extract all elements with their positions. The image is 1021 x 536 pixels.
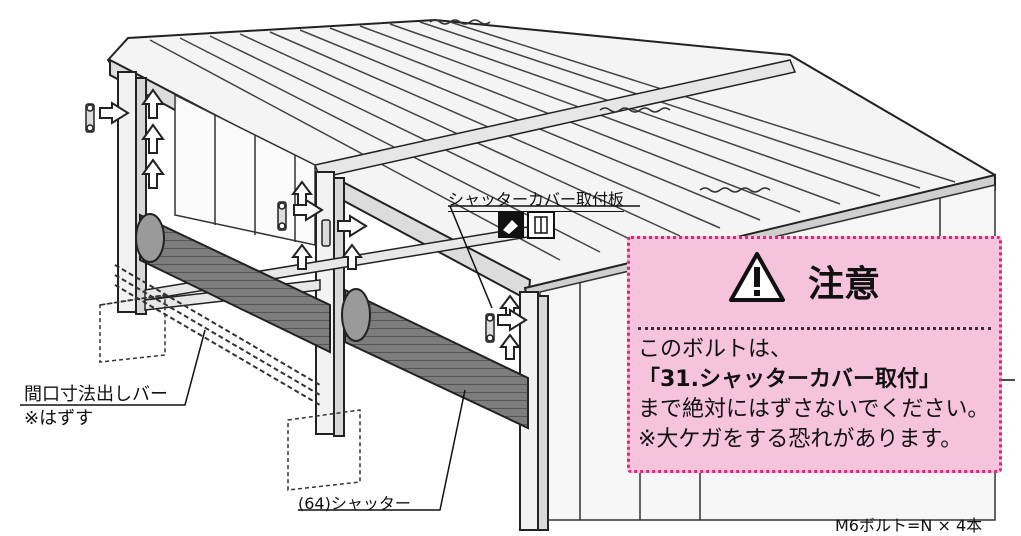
up-arrow-icon <box>291 243 313 270</box>
caution-line-4: ※大ケガをする恐れがあります。 <box>638 427 963 452</box>
right-arrow-icon <box>293 198 324 222</box>
leader-lines <box>20 205 1015 511</box>
bolt-note: M6ボルト=N × 4本 <box>835 516 983 535</box>
bolt-icon <box>321 219 331 247</box>
up-arrow-icon <box>341 243 363 270</box>
right-arrow-icon <box>99 101 130 125</box>
caution-line-2: 「31.シャッターカバー取付」 <box>638 367 941 392</box>
caution-title: 注意 <box>808 264 881 305</box>
wrench-icon <box>498 212 524 238</box>
up-arrow-icon <box>141 158 165 189</box>
caution-separator <box>638 327 991 330</box>
up-arrow-icon <box>499 333 521 360</box>
warning-triangle-icon <box>729 252 785 302</box>
shutter-label: (64)シャッター <box>298 494 411 513</box>
manual-icon <box>527 211 555 239</box>
bolt-icon <box>85 103 95 133</box>
right-arrow-icon <box>497 308 528 332</box>
caution-box: 注意 このボルトは、 「31.シャッターカバー取付」 まで絶対にはずさないでくだ… <box>627 236 1002 473</box>
bolt-icon <box>277 201 287 231</box>
bolt-icon <box>485 313 495 343</box>
caution-body: このボルトは、 「31.シャッターカバー取付」 まで絶対にはずさないでください。… <box>638 335 989 455</box>
caution-line-1: このボルトは、 <box>638 337 793 362</box>
foundations <box>99 294 361 491</box>
shutter-cover-plate-label: シャッターカバー取付板 <box>448 186 625 212</box>
right-arrow-icon <box>337 214 368 238</box>
right-arrow-icon-group <box>99 101 528 332</box>
up-arrow-icon <box>141 88 165 119</box>
shutter-rolls <box>135 213 529 430</box>
caution-title-row: 注意 <box>630 245 999 317</box>
gap-bar-label-line1: 間口寸法出しバー <box>24 384 168 405</box>
gap-bar-label-line2: ※はずす <box>24 408 94 429</box>
up-arrow-icon-group <box>141 88 521 360</box>
caution-line-3: まで絶対にはずさないでください。 <box>638 397 990 422</box>
up-arrow-icon <box>141 123 165 154</box>
bolt-icon-group <box>85 103 495 343</box>
